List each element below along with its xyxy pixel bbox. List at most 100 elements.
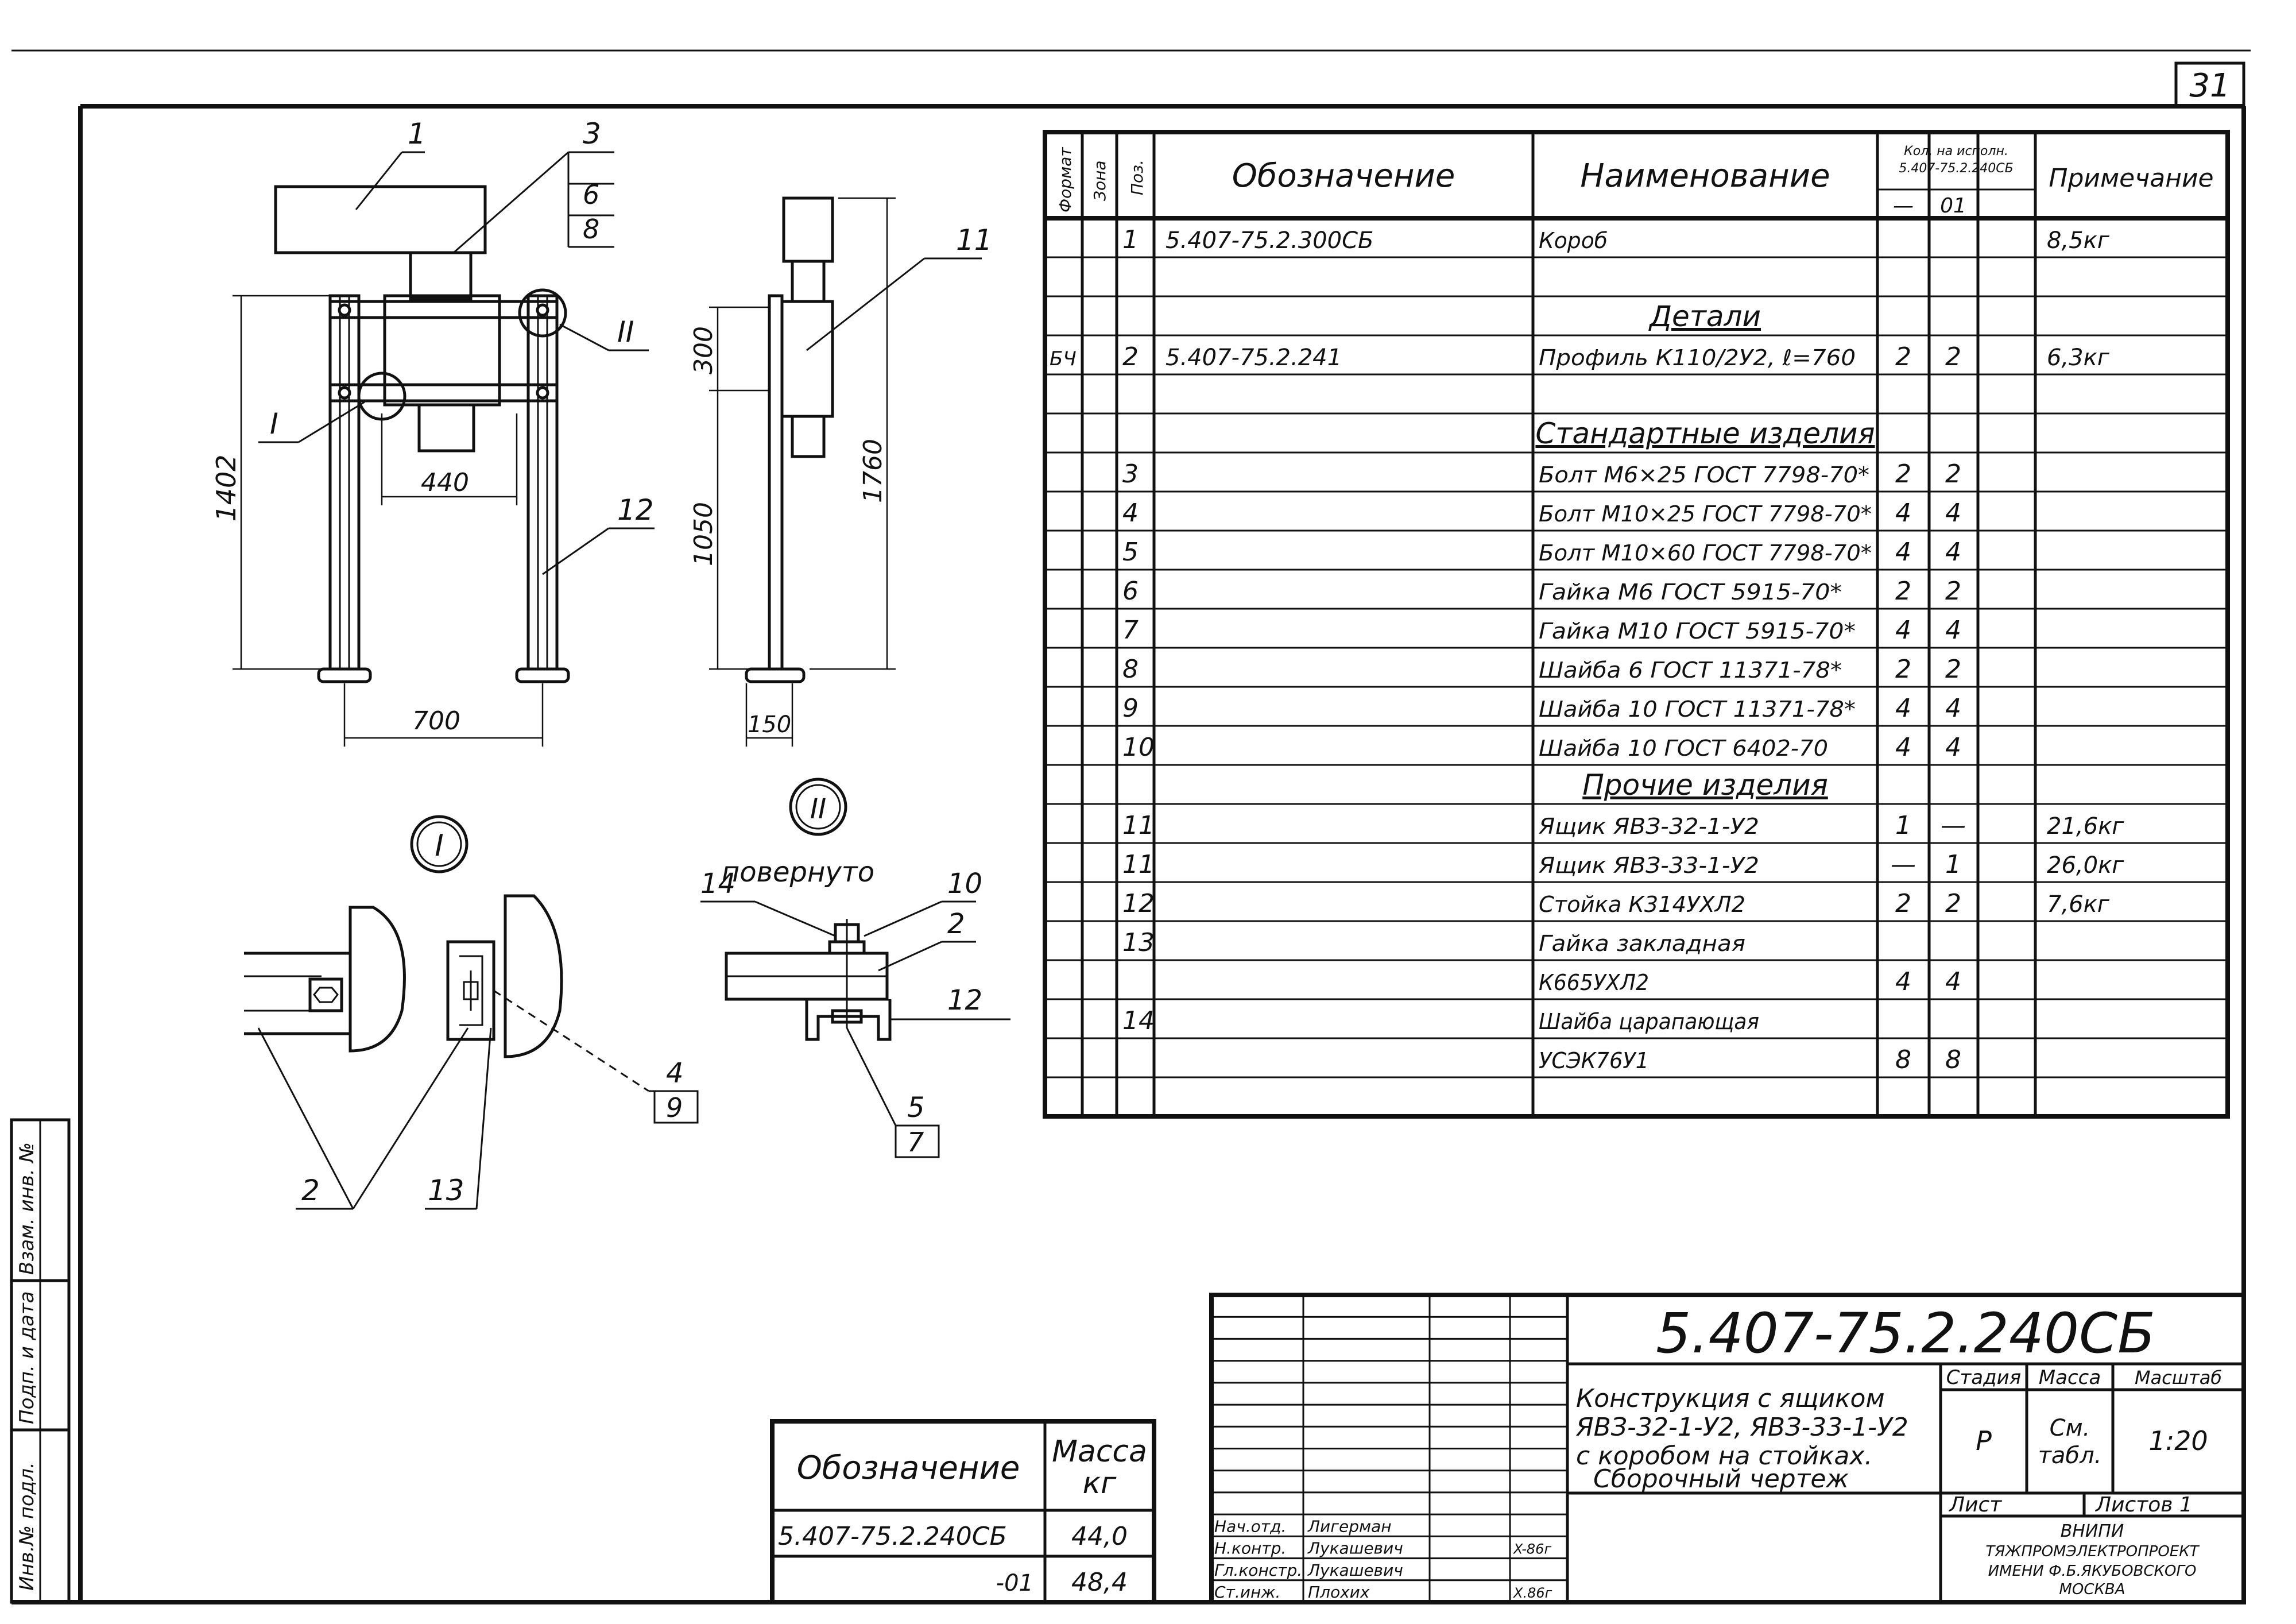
- spec-name: Короб: [1539, 228, 1608, 253]
- callout-12: 12: [617, 493, 654, 527]
- callout-8: 8: [583, 214, 599, 245]
- spec-row: Стандартные изделия: [1535, 417, 1875, 450]
- spec-pos: 13: [1122, 928, 1155, 957]
- spec-name: УСЭК76У1: [1539, 1048, 1649, 1073]
- lower-profile: [328, 383, 559, 403]
- callout-5: 5: [907, 1092, 925, 1124]
- front-view: 1402 440 700 1 3 6 8 I II 12: [211, 117, 655, 747]
- spec-note: 6,3кг: [2047, 345, 2110, 371]
- spec-pos: 11: [1122, 811, 1155, 840]
- mass-row-1-designation: 5.407-75.2.240СБ: [778, 1522, 1007, 1551]
- spec-qty-1: 2: [1895, 889, 1911, 918]
- spec-pos: 4: [1122, 498, 1139, 528]
- stamp-inv-no: Инв.№ подл.: [16, 1462, 38, 1591]
- spec-pos: 14: [1122, 1006, 1155, 1035]
- spec-name: Гайка М6 ГОСТ 5915-70*: [1539, 579, 1842, 605]
- spec-qty-1: 4: [1895, 498, 1911, 528]
- title-line-2: ЯВЗ-32-1-У2, ЯВЗ-33-1-У2: [1575, 1413, 1908, 1442]
- spec-qty-1: 8: [1895, 1045, 1911, 1074]
- callout-12b: 12: [947, 984, 982, 1016]
- mass-row-2-designation: -01: [996, 1570, 1033, 1596]
- callout-13: 13: [428, 1174, 464, 1207]
- header-designation: Обозначение: [1232, 157, 1455, 195]
- spec-qty-2: 4: [1945, 694, 1961, 723]
- callout-I: I: [270, 407, 278, 440]
- callout-II: II: [617, 315, 634, 349]
- title-line-1: Конструкция с ящиком: [1576, 1384, 1885, 1413]
- spec-qty-1: 2: [1895, 655, 1911, 684]
- spec-qty-2: 4: [1945, 967, 1961, 996]
- spec-note: 21,6кг: [2047, 813, 2124, 840]
- view-II: II повернуто 14 10 2 12 5 7: [700, 778, 1010, 1158]
- stamp-sign-date: Подп. и дата: [16, 1291, 38, 1424]
- dim-1402: 1402: [211, 454, 242, 521]
- spec-name: К665УХЛ2: [1539, 970, 1649, 995]
- spec-qty-1: 4: [1895, 616, 1911, 645]
- spec-note: 26,0кг: [2047, 852, 2124, 879]
- header-zone: Зона: [1090, 160, 1109, 201]
- spec-row: Детали: [1648, 300, 1761, 333]
- spec-qty-2: 4: [1945, 538, 1961, 567]
- signer-role: Ст.инж.: [1214, 1583, 1280, 1602]
- left-post-foot: [317, 667, 372, 683]
- callout-9: 9: [666, 1092, 683, 1123]
- spec-name: Ящик ЯВЗ-33-1-У2: [1538, 853, 1759, 878]
- mass-table-header-designation: Обозначение: [797, 1449, 1020, 1487]
- header-format: Формат: [1056, 147, 1075, 212]
- signer-name: Лукашевич: [1307, 1539, 1403, 1558]
- signer-name: Лукашевич: [1307, 1561, 1403, 1580]
- spec-qty-2: 2: [1945, 655, 1961, 684]
- spec-name: Болт М6×25 ГОСТ 7798-70*: [1539, 462, 1869, 488]
- spec-qty-2: 1: [1945, 850, 1961, 879]
- callout-6: 6: [583, 179, 599, 210]
- scale-value: 1:20: [2148, 1425, 2208, 1456]
- right-post: [526, 294, 559, 671]
- spec-name: Болт М10×25 ГОСТ 7798-70*: [1539, 501, 1872, 527]
- signer-name: Плохих: [1308, 1583, 1370, 1602]
- spec-qty-2: —: [1941, 811, 1966, 840]
- spec-name: Болт М10×60 ГОСТ 7798-70*: [1539, 540, 1872, 566]
- view-rotated-note: повернуто: [722, 856, 874, 888]
- spec-qty-1: 2: [1895, 342, 1911, 372]
- spec-pos: 6: [1122, 577, 1139, 606]
- header-qty-b: 01: [1940, 194, 1966, 218]
- sheet-label: Лист: [1948, 1493, 2002, 1517]
- dim-700: 700: [412, 706, 460, 736]
- spec-note: 7,6кг: [2047, 891, 2110, 918]
- header-pos: Поз.: [1128, 160, 1147, 195]
- mass-row-1-mass: 44,0: [1071, 1522, 1128, 1551]
- signer-role: Н.контр.: [1214, 1539, 1286, 1558]
- spec-name: Ящик ЯВЗ-32-1-У2: [1538, 814, 1759, 839]
- spec-pos: 9: [1122, 694, 1139, 723]
- spec-pos: 10: [1122, 733, 1155, 762]
- detail-marker-II: [518, 288, 567, 338]
- spec-row: Прочие изделия: [1582, 768, 1828, 802]
- mass-row-2-mass: 48,4: [1071, 1568, 1128, 1597]
- spec-qty-1: 4: [1895, 733, 1911, 762]
- spec-name: Гайка закладная: [1539, 931, 1745, 956]
- callout-2a: 2: [947, 908, 965, 940]
- dim-440: 440: [421, 468, 469, 497]
- callout-3: 3: [583, 117, 601, 150]
- callout-11: 11: [956, 223, 993, 257]
- spec-pos: 12: [1122, 889, 1155, 918]
- stamp-replace-inv: Взам. инв. №: [16, 1142, 38, 1275]
- header-note: Примечание: [2049, 164, 2213, 193]
- callout-4: 4: [666, 1057, 684, 1089]
- spec-pos: 2: [1122, 342, 1139, 372]
- cable-box-top: [274, 185, 487, 254]
- dim-1050: 1050: [689, 502, 718, 566]
- spec-name: Стандартные изделия: [1535, 417, 1875, 450]
- dim-300: 300: [689, 326, 718, 374]
- callout-10: 10: [947, 868, 982, 900]
- header-mass: Масса: [2039, 1366, 2101, 1389]
- spec-pos: 3: [1122, 459, 1139, 489]
- side-view: 300 1050 1760 150 11: [689, 196, 993, 747]
- spec-qty-1: 1: [1895, 811, 1911, 840]
